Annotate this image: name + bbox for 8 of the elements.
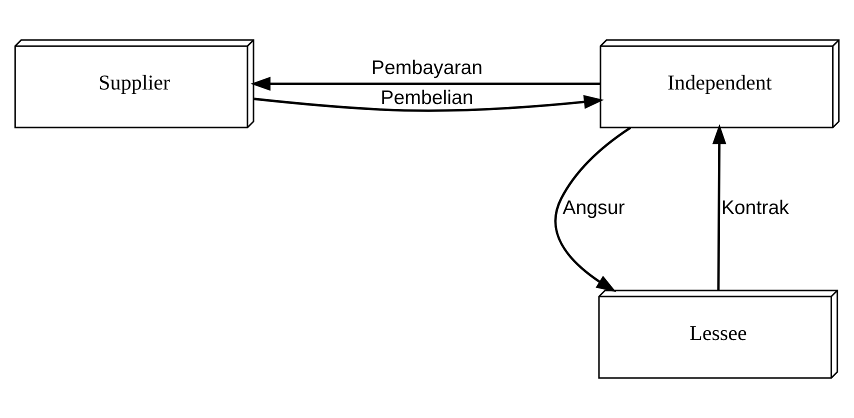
arrow xyxy=(554,126,632,292)
arrow xyxy=(250,76,600,91)
edge-label: Pembayaran xyxy=(371,56,483,79)
edge-label: Pembelian xyxy=(380,87,474,109)
edge-label: Angsur xyxy=(562,197,625,220)
arrow xyxy=(254,95,604,112)
edge-label: Kontrak xyxy=(721,197,789,220)
arrow xyxy=(712,124,726,290)
